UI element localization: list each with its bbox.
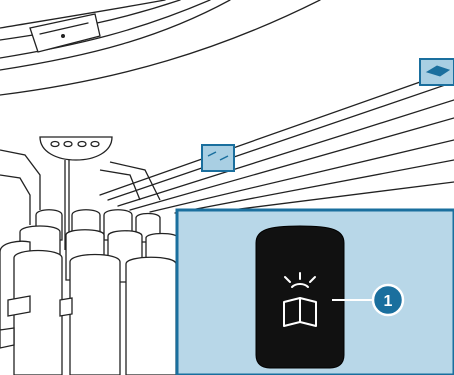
ceiling-lines <box>0 0 454 214</box>
detail-inset: 1 <box>177 210 454 375</box>
seats <box>0 210 178 375</box>
ceiling-light-highlight-middle <box>202 145 234 171</box>
ceiling-light-highlight-right <box>420 59 454 85</box>
callout-1-number: 1 <box>384 293 393 310</box>
